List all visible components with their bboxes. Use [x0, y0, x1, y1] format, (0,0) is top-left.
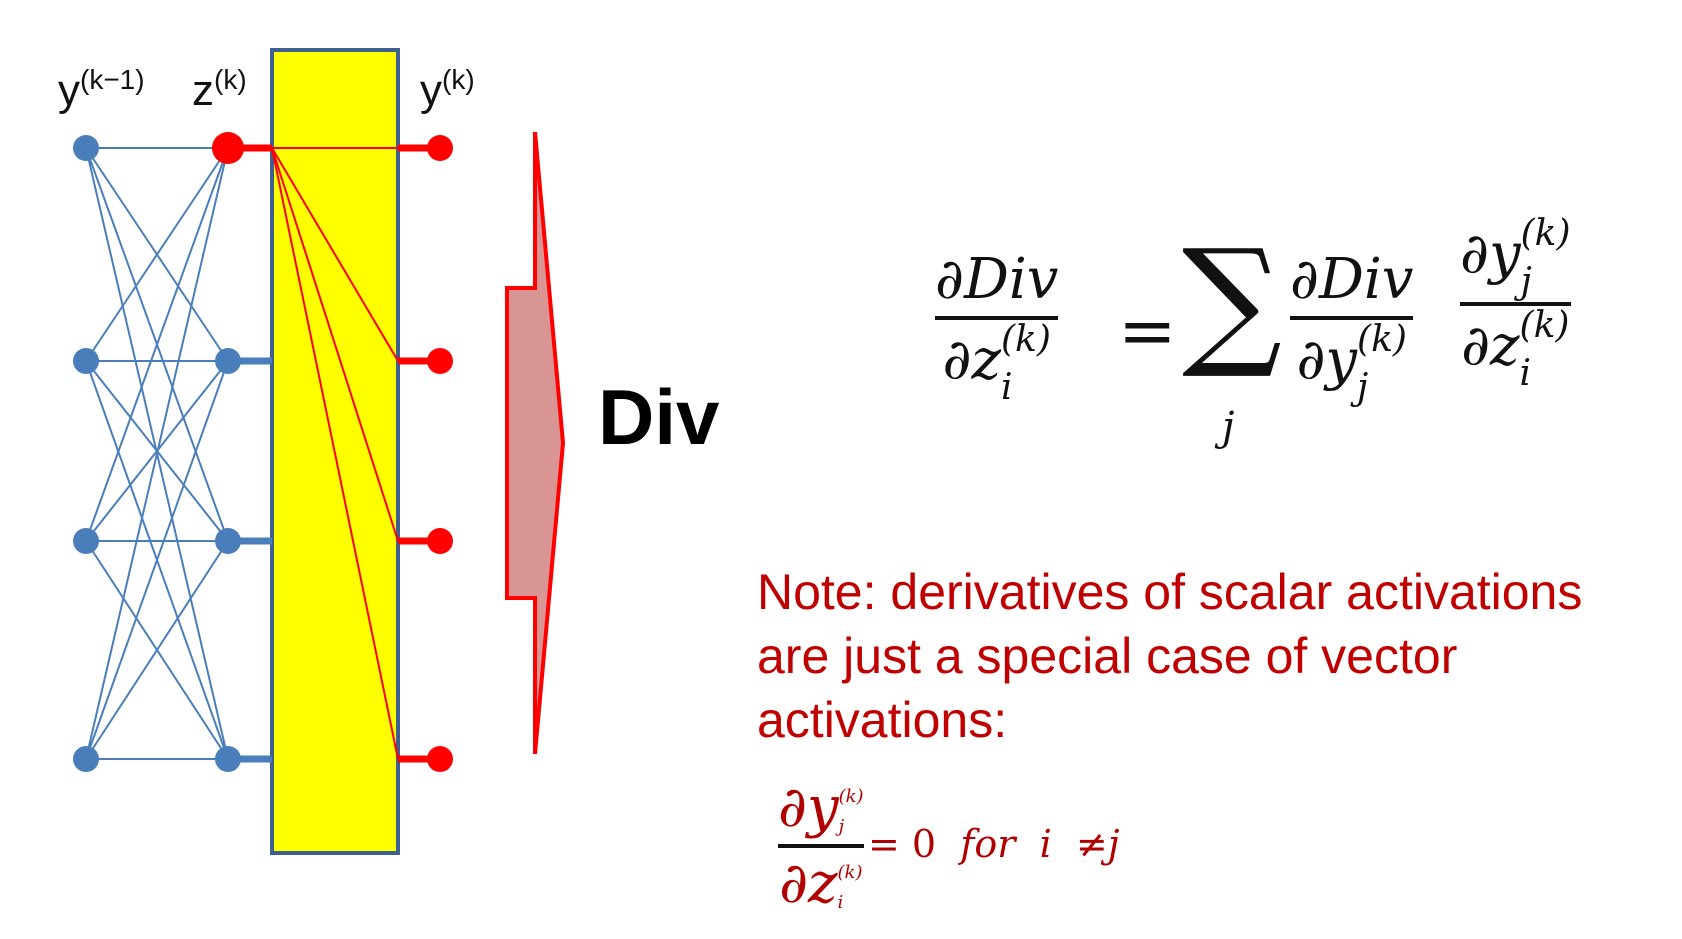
pre-activation-label: z(k) — [192, 64, 247, 115]
weight-edge — [85, 360, 229, 760]
dense-connections — [85, 147, 229, 760]
input-node — [73, 348, 99, 374]
term1-numerator: ∂Div — [1290, 247, 1414, 312]
divergence-arrow — [505, 131, 566, 755]
weight-edge — [85, 147, 229, 362]
small-numerator: ∂y(k)j — [778, 775, 864, 840]
activation-dependencies — [271, 147, 399, 760]
network-nodes — [73, 132, 453, 772]
small-fraction: ∂y(k)j ∂z(k)i — [778, 780, 864, 912]
dependency-line — [271, 147, 399, 362]
dependency-line — [271, 147, 399, 760]
lhs-denominator: ∂z(k)i — [942, 319, 1051, 408]
lhs-fraction: ∂Div ∂z(k)i — [935, 247, 1059, 408]
weight-edge — [85, 540, 229, 760]
term1-denominator: ∂y(k)j — [1296, 319, 1407, 408]
z-node — [215, 348, 241, 374]
small-equation-condition: = 0 for i ≠j — [868, 822, 1120, 866]
output-label: y(k) — [420, 64, 475, 115]
prev-layer-label: y(k−1) — [58, 64, 145, 115]
summation-symbol: ∑ — [1182, 220, 1282, 383]
dependency-line — [271, 147, 399, 542]
output-node — [427, 348, 453, 374]
fraction-bar — [935, 316, 1059, 320]
small-denominator: ∂z(k)i — [779, 851, 863, 916]
z-node — [215, 746, 241, 772]
input-node — [73, 528, 99, 554]
input-node — [73, 135, 99, 161]
highlighted-z-node — [212, 132, 244, 164]
weight-edge — [85, 147, 229, 760]
fraction-bar — [1460, 302, 1571, 306]
output-node — [427, 746, 453, 772]
weight-edge — [85, 147, 229, 542]
input-node — [73, 746, 99, 772]
fraction-bar — [778, 844, 864, 848]
fraction-bar — [1290, 316, 1414, 320]
term2-fraction: ∂y(k)j ∂z(k)i — [1460, 213, 1571, 394]
note-text: Note: derivatives of scalar activations … — [757, 564, 1583, 748]
output-node — [427, 528, 453, 554]
term1-fraction: ∂Div ∂y(k)j — [1290, 247, 1414, 408]
term2-numerator: ∂y(k)j — [1460, 213, 1571, 302]
divergence-label: Div — [598, 373, 720, 461]
summation-index: j — [1222, 404, 1235, 450]
z-node — [215, 528, 241, 554]
term2-denominator: ∂z(k)i — [1461, 305, 1570, 394]
output-node — [427, 135, 453, 161]
equals-sign: = — [1118, 290, 1177, 372]
lhs-numerator: ∂Div — [935, 247, 1059, 312]
